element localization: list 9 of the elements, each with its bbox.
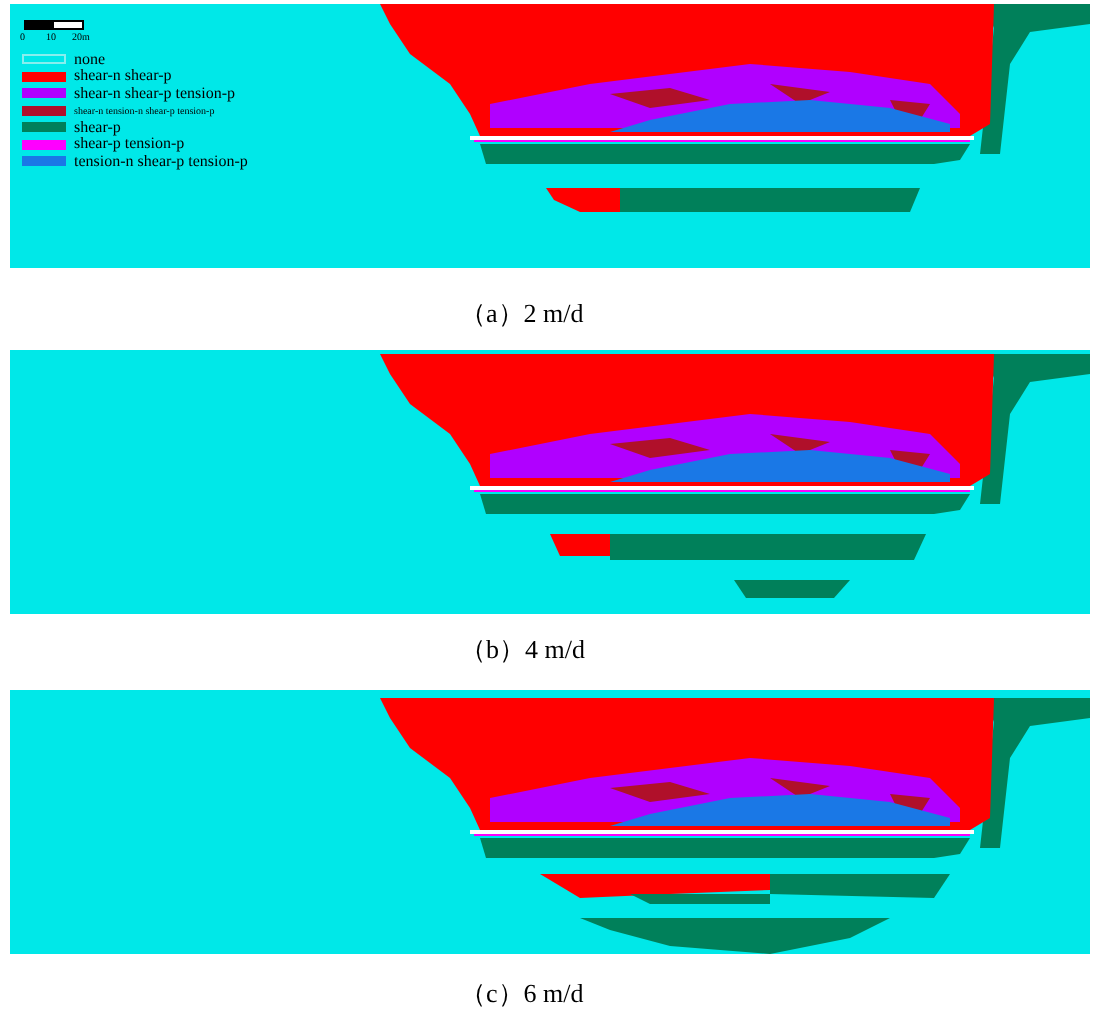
legend-label: shear-n shear-p tension-p	[74, 85, 236, 101]
legend-label: shear-p tension-p	[74, 136, 185, 152]
legend-label: tension-n shear-p tension-p	[74, 153, 248, 169]
panel-caption: （a）2 m/d	[460, 296, 584, 332]
legend-label: none	[74, 51, 106, 67]
panel-caption: （c）6 m/d	[460, 976, 584, 1012]
legend-label: shear-p	[74, 119, 121, 135]
panel-caption: （b）4 m/d	[460, 632, 585, 668]
legend-label: shear-n shear-p	[74, 68, 172, 84]
